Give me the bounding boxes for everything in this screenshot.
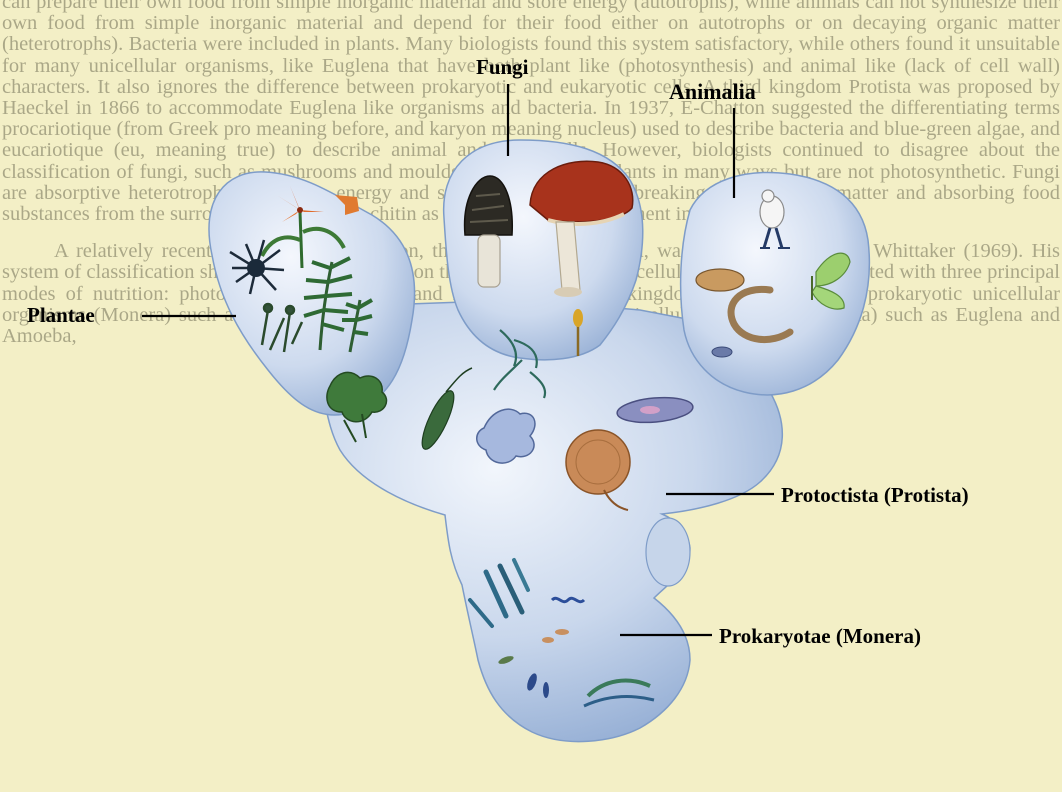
flatworm-illustration xyxy=(696,269,744,291)
small-creature-illustration xyxy=(712,347,732,357)
label-fungi: Fungi xyxy=(476,55,529,80)
label-prokaryotae: Prokaryotae (Monera) xyxy=(719,624,921,649)
label-animalia: Animalia xyxy=(669,79,756,105)
right-bulge xyxy=(646,518,690,586)
label-protoctista: Protoctista (Protista) xyxy=(781,483,969,508)
plantae-lobe xyxy=(209,172,415,415)
label-plantae: Plantae xyxy=(27,303,95,328)
